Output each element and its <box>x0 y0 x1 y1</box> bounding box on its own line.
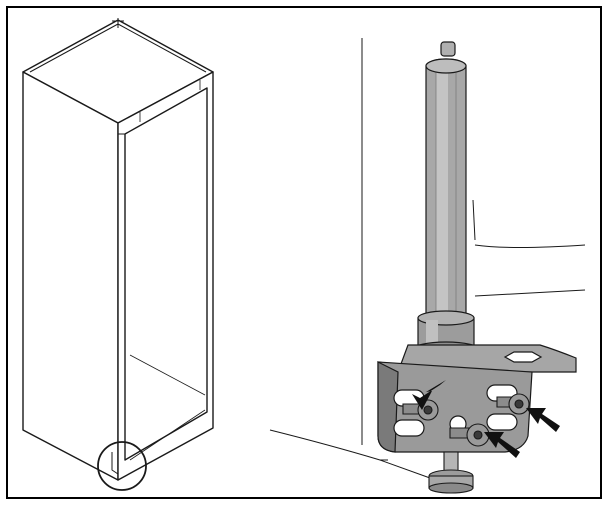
cabinet-side-panel <box>22 71 119 481</box>
door-contour-upper <box>474 244 586 248</box>
adjustable-foot <box>428 451 474 494</box>
arrow-icon-2 <box>526 408 560 432</box>
cabinet-opening <box>124 87 208 461</box>
bracket-slot-2 <box>393 419 425 437</box>
appliance-outline <box>269 38 586 479</box>
screw-2 <box>496 393 530 415</box>
cabinet-housing <box>22 18 214 481</box>
arrow-icon-1 <box>412 380 446 410</box>
appliance-bottom-edge <box>269 429 388 461</box>
bracket-slot-4 <box>486 413 518 431</box>
bracket-hex-hole <box>503 351 543 363</box>
rod-top-cap <box>440 41 456 57</box>
arrow-icon-3 <box>484 432 520 458</box>
detail-callout-circle-icon <box>97 441 147 491</box>
hinge-bracket <box>377 344 577 453</box>
door-contour-lower <box>474 289 586 297</box>
screw-1 <box>402 399 439 421</box>
